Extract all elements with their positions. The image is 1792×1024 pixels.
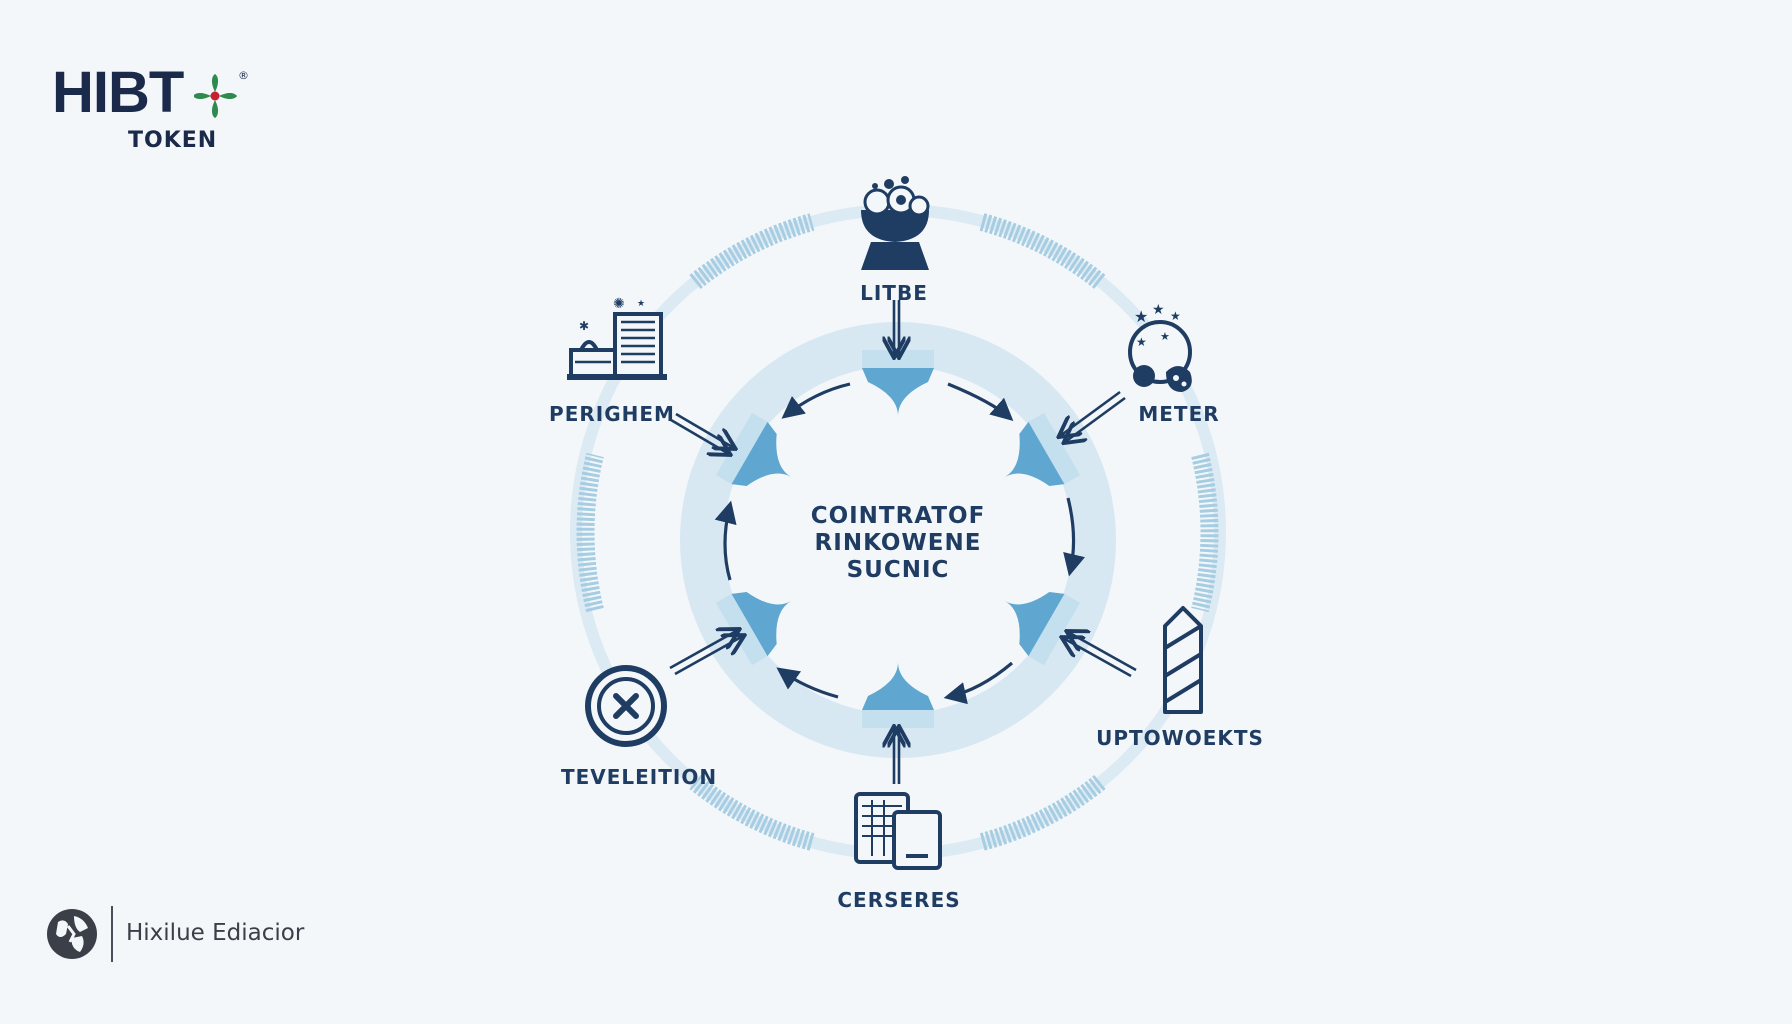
buildings-icon: ✱ ✺ ★ [567,296,667,380]
center-title: COINTRATOF RINKOWENE SUCNIC [811,503,986,583]
cauldron-icon [861,176,930,270]
svg-text:✱: ✱ [579,319,589,333]
node-meter: ★ ★ ★ ★ ★ METER [1128,302,1219,426]
svg-text:★: ★ [637,299,645,309]
svg-text:★: ★ [1170,309,1181,323]
logo-wordmark: HIBT [52,60,184,125]
registered-mark: ® [238,69,249,82]
inner-segments [715,350,1081,728]
moon-stars-icon: ★ ★ ★ ★ ★ [1128,302,1192,392]
documents-icon [854,792,942,870]
node-label: CERSERES [837,888,960,912]
crystal-icon [1163,606,1203,714]
node-periphem: ✱ ✺ ★ PERIGHEM [549,296,675,426]
node-label: UPTOWOEKTS [1096,726,1264,750]
logo-subtitle: TOKEN [128,128,218,153]
footer: Hixilue Ediacior [44,906,364,966]
svg-text:★: ★ [1152,302,1165,318]
node-label: TEVELEITION [561,765,717,789]
node-label: LITBE [860,281,928,305]
node-label: PERIGHEM [549,402,675,426]
footer-label: Hixilue Ediacior [126,920,305,946]
clover-icon: ® [194,69,249,118]
node-uptowoekts: UPTOWOEKTS [1096,606,1264,750]
center-line: RINKOWENE [815,530,982,556]
node-cerseres: CERSERES [837,792,960,912]
center-line: SUCNIC [847,557,950,583]
node-teveleition: TEVELEITION [561,665,717,789]
cycle-arrows [714,382,1086,705]
svg-text:✺: ✺ [613,296,625,312]
center-line: COINTRATOF [811,503,986,529]
spoke-arrows [669,300,1137,784]
brand-logo: HIBT ® TOKEN [52,62,252,162]
outer-ring-segments [576,213,1219,851]
globe-icon [47,909,97,959]
svg-text:★: ★ [1136,335,1147,349]
svg-text:★: ★ [1134,307,1148,326]
svg-text:★: ★ [1160,330,1170,343]
footer-divider [111,906,113,962]
node-label: METER [1138,402,1219,426]
node-litbe: LITBE [860,176,930,305]
close-circle-icon [585,665,667,747]
